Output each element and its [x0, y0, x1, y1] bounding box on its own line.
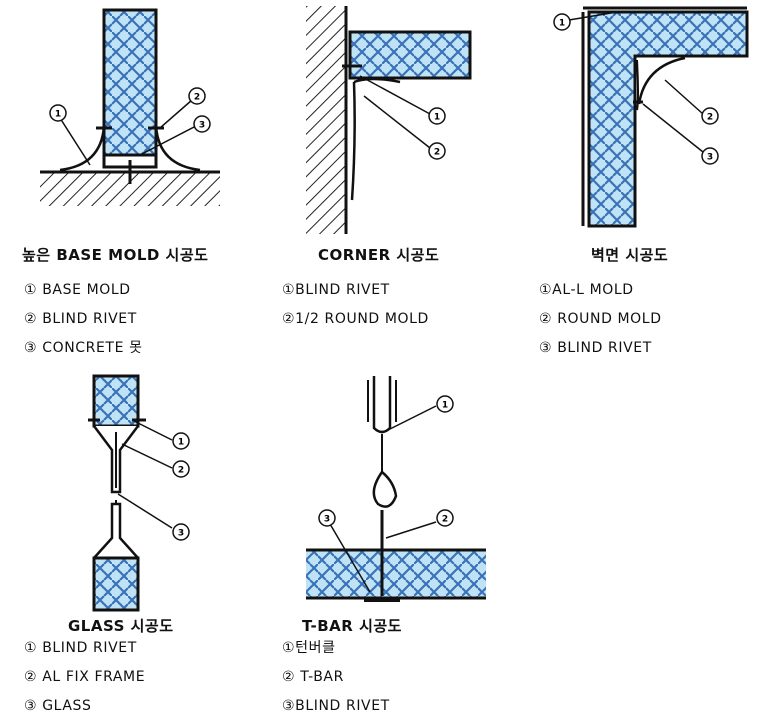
base-mold-diagram: 1 2 3 — [40, 8, 220, 206]
callout-3 — [172, 523, 190, 541]
t-bar-diagram: 1 2 3 — [306, 376, 486, 602]
legend: ①턴버클 ② T-BAR ③BLIND RIVET — [282, 634, 390, 721]
callout-3 — [701, 147, 719, 165]
callout-2 — [428, 142, 446, 160]
glass-diagram: 1 2 3 — [88, 374, 190, 612]
legend-item: ③ CONCRETE 못 — [24, 340, 143, 356]
callout-2 — [188, 87, 206, 105]
panel-t-bar: 1 2 3 T-BAR 시공도 ①턴버클 ② T-BAR ③BLIND RIVE… — [270, 372, 530, 726]
svg-text:3: 3 — [178, 529, 184, 539]
callout-2 — [701, 107, 719, 125]
legend-item: ①BLIND RIVET — [282, 282, 390, 298]
legend-item: ① BASE MOLD — [24, 282, 131, 298]
callout-1 — [436, 395, 454, 413]
callout-3 — [193, 115, 211, 133]
legend: ①AL-L MOLD ② ROUND MOLD ③ BLIND RIVET — [539, 276, 662, 363]
callout-1 — [49, 104, 67, 122]
svg-text:2: 2 — [707, 113, 713, 123]
callout-3 — [318, 509, 336, 527]
svg-text:3: 3 — [199, 121, 205, 131]
svg-text:2: 2 — [442, 515, 448, 525]
svg-text:2: 2 — [434, 148, 440, 158]
legend: ① BLIND RIVET ② AL FIX FRAME ③ GLASS — [24, 634, 145, 721]
callout-1 — [172, 432, 190, 450]
svg-text:3: 3 — [324, 515, 330, 525]
panel-title: 벽면 시공도 — [591, 246, 669, 264]
panel-title: CORNER 시공도 — [318, 246, 440, 264]
panel-title: T-BAR 시공도 — [302, 617, 402, 635]
legend-item: ② BLIND RIVET — [24, 311, 137, 327]
callout-2 — [436, 509, 454, 527]
callout-1 — [553, 13, 571, 31]
callout-2 — [172, 460, 190, 478]
panel-glass: 1 2 3 GLASS 시공도 ① BLIND RIVET ② AL FIX F… — [0, 372, 260, 726]
panel-wall: 1 2 3 벽면 시공도 ①AL-L MOLD ② ROUND MOLD ③ B… — [525, 0, 773, 370]
svg-text:1: 1 — [178, 438, 184, 448]
svg-text:1: 1 — [559, 19, 565, 29]
legend-item: ③BLIND RIVET — [282, 698, 390, 714]
legend-item: ③ BLIND RIVET — [539, 340, 652, 356]
panel-title: 높은 BASE MOLD 시공도 — [22, 246, 209, 264]
legend: ① BASE MOLD ② BLIND RIVET ③ CONCRETE 못 — [24, 276, 143, 363]
svg-text:1: 1 — [442, 401, 448, 411]
panel-title: GLASS 시공도 — [68, 617, 174, 635]
legend-item: ① BLIND RIVET — [24, 640, 137, 656]
svg-text:3: 3 — [707, 153, 713, 163]
svg-text:1: 1 — [434, 113, 440, 123]
svg-text:2: 2 — [178, 466, 184, 476]
wall-diagram: 1 2 3 — [553, 6, 749, 228]
legend-item: ② AL FIX FRAME — [24, 669, 146, 685]
corner-diagram: 1 2 — [306, 6, 472, 234]
svg-text:1: 1 — [55, 110, 61, 120]
legend-item: ①AL-L MOLD — [539, 282, 634, 298]
legend: ①BLIND RIVET ②1/2 ROUND MOLD — [282, 276, 429, 334]
legend-item: ①턴버클 — [282, 640, 336, 656]
panel-corner: 1 2 CORNER 시공도 ①BLIND RIVET ②1/2 ROUND M… — [270, 0, 500, 370]
legend-item: ② T-BAR — [282, 669, 344, 685]
callout-1 — [428, 107, 446, 125]
legend-item: ③ GLASS — [24, 698, 92, 714]
legend-item: ②1/2 ROUND MOLD — [282, 311, 429, 327]
panel-base-mold: 1 2 3 높은 BASE MOLD 시공도 ① BASE MOLD ② BLI… — [0, 0, 260, 370]
svg-text:2: 2 — [194, 93, 200, 103]
legend-item: ② ROUND MOLD — [539, 311, 662, 327]
